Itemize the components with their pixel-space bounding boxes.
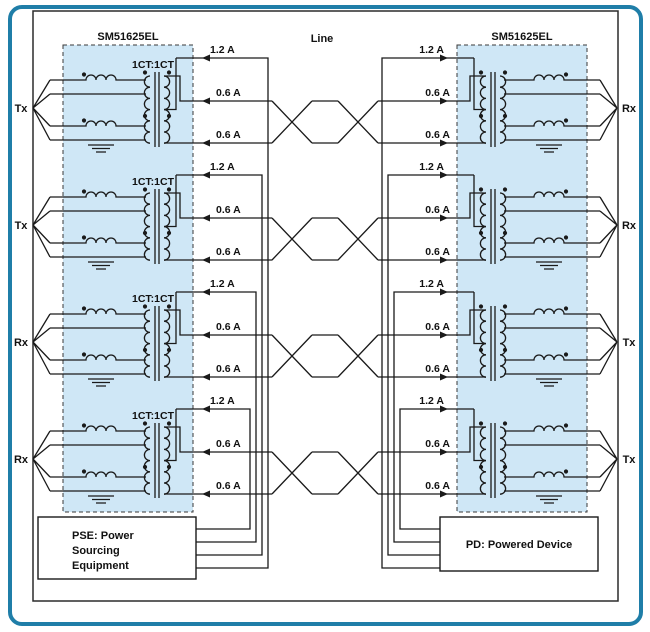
pair-current-label-right: 0.6 A	[425, 204, 450, 216]
current-arrow-left	[202, 256, 210, 264]
tap-current-label-left: 1.2 A	[210, 161, 235, 173]
tap-current-label-right: 1.2 A	[419, 44, 444, 56]
current-arrow-right	[440, 214, 448, 222]
pair-current-label-right: 0.6 A	[425, 363, 450, 375]
center-tap-rail-left	[176, 408, 251, 530]
port-bracket-left	[32, 430, 51, 492]
current-arrow-right	[440, 256, 448, 264]
current-arrow-left	[202, 448, 210, 456]
center-tap-rail-right	[399, 408, 474, 530]
center-tap-rail-right	[381, 57, 474, 569]
current-arrow-right	[440, 490, 448, 498]
port-label-right: Rx	[622, 220, 637, 232]
center-tap-rail-left	[176, 174, 263, 556]
current-arrow-right	[440, 331, 448, 339]
turns-ratio-label: 1CT:1CT	[132, 59, 175, 71]
turns-ratio-label: 1CT:1CT	[132, 410, 175, 422]
port-bracket-right	[599, 196, 618, 258]
pair-current-label-left: 0.6 A	[216, 204, 241, 216]
center-tap-rail-left	[176, 57, 269, 569]
tap-current-label-left: 1.2 A	[210, 44, 235, 56]
pse-label-line2: Sourcing	[72, 545, 120, 557]
current-arrow-right	[440, 139, 448, 147]
pair-current-label-left: 0.6 A	[216, 480, 241, 492]
port-label-right: Rx	[622, 103, 637, 115]
current-arrow-right	[440, 171, 448, 179]
pair-current-label-right: 0.6 A	[425, 87, 450, 99]
inner-frame	[32, 10, 619, 602]
pair-current-label-left: 0.6 A	[216, 87, 241, 99]
twisted-pair-wires	[192, 100, 458, 144]
current-arrow-left	[202, 288, 210, 296]
current-arrow-right	[440, 288, 448, 296]
current-arrow-left	[202, 214, 210, 222]
pse-label-line1: PSE: Power	[72, 530, 134, 542]
center-tap-rail-left	[176, 291, 257, 543]
pair-current-label-right: 0.6 A	[425, 246, 450, 258]
pse-label-line3: Equipment	[72, 560, 129, 572]
port-bracket-left	[32, 196, 51, 258]
port-label-right: Tx	[623, 337, 637, 349]
current-arrow-right	[440, 97, 448, 105]
pair-current-label-right: 0.6 A	[425, 438, 450, 450]
tap-current-label-right: 1.2 A	[419, 278, 444, 290]
twisted-pair-wires	[192, 334, 458, 378]
current-arrow-left	[202, 405, 210, 413]
port-bracket-right	[599, 430, 618, 492]
port-label-left: Tx	[15, 103, 29, 115]
turns-ratio-label: 1CT:1CT	[132, 293, 175, 305]
line-label: Line	[311, 33, 334, 45]
port-label-left: Rx	[14, 337, 29, 349]
current-arrow-left	[202, 373, 210, 381]
tap-current-label-right: 1.2 A	[419, 161, 444, 173]
pair-current-label-left: 0.6 A	[216, 363, 241, 375]
current-arrow-left	[202, 331, 210, 339]
pair-current-label-right: 0.6 A	[425, 129, 450, 141]
pd-box	[439, 516, 599, 572]
current-arrow-left	[202, 54, 210, 62]
left-chip-region	[62, 44, 194, 513]
current-arrow-right	[440, 54, 448, 62]
pair-current-label-right: 0.6 A	[425, 321, 450, 333]
pair-current-label-right: 0.6 A	[425, 480, 450, 492]
pair-current-label-left: 0.6 A	[216, 438, 241, 450]
current-arrow-right	[440, 373, 448, 381]
tap-current-label-left: 1.2 A	[210, 395, 235, 407]
current-arrow-left	[202, 171, 210, 179]
current-arrow-right	[440, 405, 448, 413]
pair-current-label-left: 0.6 A	[216, 129, 241, 141]
pse-box	[37, 516, 197, 580]
port-label-left: Rx	[14, 454, 29, 466]
port-bracket-left	[32, 79, 51, 141]
port-bracket-left	[32, 313, 51, 375]
twisted-pair-wires	[192, 451, 458, 495]
port-label-right: Tx	[623, 454, 637, 466]
left-chip-label: SM51625EL	[97, 31, 158, 43]
center-tap-rail-right	[387, 174, 474, 556]
right-chip-label: SM51625EL	[491, 31, 552, 43]
twisted-pair-wires	[192, 217, 458, 261]
port-bracket-right	[599, 313, 618, 375]
port-label-left: Tx	[15, 220, 29, 232]
turns-ratio-label: 1CT:1CT	[132, 176, 175, 188]
tap-current-label-right: 1.2 A	[419, 395, 444, 407]
current-arrow-left	[202, 97, 210, 105]
pair-current-label-left: 0.6 A	[216, 321, 241, 333]
current-arrow-right	[440, 448, 448, 456]
pd-label: PD: Powered Device	[466, 539, 572, 551]
pair-current-label-left: 0.6 A	[216, 246, 241, 258]
current-arrow-left	[202, 139, 210, 147]
center-tap-rail-right	[393, 291, 474, 543]
current-arrow-left	[202, 490, 210, 498]
right-chip-region	[456, 44, 588, 513]
port-bracket-right	[599, 79, 618, 141]
tap-current-label-left: 1.2 A	[210, 278, 235, 290]
